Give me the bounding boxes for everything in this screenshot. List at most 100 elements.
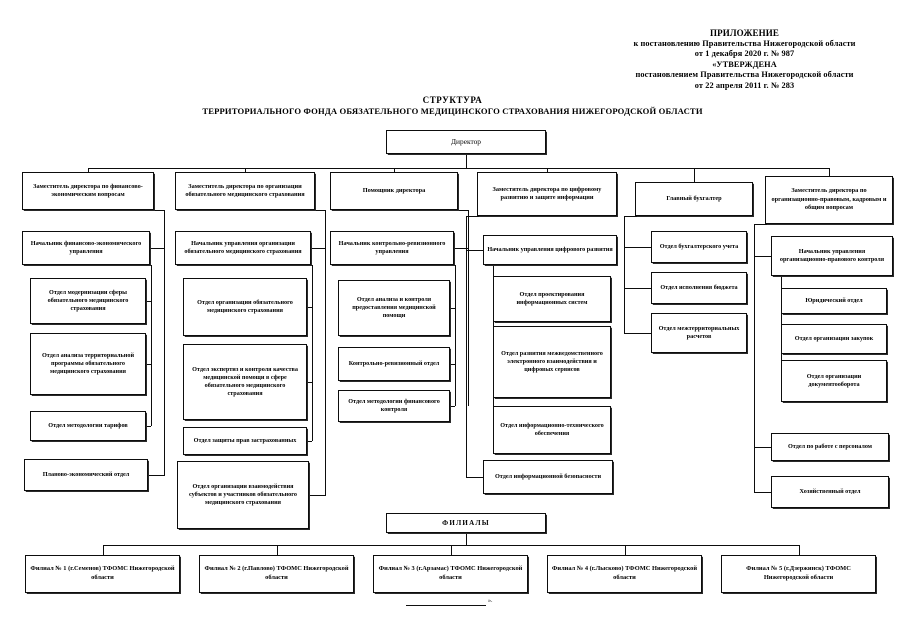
node-col4-manager[interactable]: Начальник управления цифрового развития [483, 235, 617, 265]
footer-rule [406, 605, 486, 606]
node-col4-unit-3[interactable]: Отдел информационно-технического обеспеч… [493, 406, 611, 454]
node-branch-5[interactable]: Филиал № 5 (г.Дзержинск) ТФОМС Нижегород… [721, 555, 876, 593]
node-col1-manager[interactable]: Начальник финансово-экономического управ… [22, 231, 150, 265]
node-col4-head[interactable]: Заместитель директора по цифровому разви… [477, 172, 617, 216]
connector-spine-col1 [164, 210, 165, 475]
node-col6-manager[interactable]: Начальник управления организационно-прав… [771, 236, 893, 276]
connector-spine-col5 [624, 216, 625, 333]
node-col5-unit-3-label: Отдел межтерриториальных расчетов [658, 324, 740, 340]
node-col6-head[interactable]: Заместитель директора по организационно-… [765, 176, 893, 224]
node-col3-unit-1[interactable]: Отдел анализа и контроля предоставления … [338, 280, 450, 336]
connector-spine-col2 [325, 210, 326, 495]
node-branch-2[interactable]: Филиал № 2 (г.Павлово) ТФОМС Нижегородск… [199, 555, 354, 593]
node-col5-unit-1[interactable]: Отдел бухгалтерского учета [651, 231, 747, 263]
node-col2-manager-label: Начальник управления организации обязате… [184, 239, 302, 255]
connector-inner-join-col6 [781, 276, 793, 277]
node-col6-unit-2-label: Отдел организации закупок [794, 334, 874, 342]
node-col3-unit-2[interactable]: Контрольно-ревизионный отдел [338, 347, 450, 381]
connector-direct-col4-1 [466, 477, 484, 478]
connector-spine-col3 [468, 210, 469, 406]
footnote: ». [488, 598, 493, 604]
appendix-line-3: от 1 декабря 2020 г. № 987 [694, 49, 795, 59]
appendix-line-5: постановлением Правительства Нижегородск… [635, 70, 854, 80]
node-col6-direct-1[interactable]: Отдел по работе с персоналом [771, 433, 889, 461]
connector-drop-col1 [88, 168, 89, 172]
node-branch-2-label: Филиал № 2 (г.Павлово) ТФОМС Нижегородск… [204, 565, 349, 581]
node-col3-unit-2-label: Контрольно-ревизионный отдел [348, 359, 440, 367]
node-col4-unit-3-label: Отдел информационно-технического обеспеч… [500, 421, 604, 437]
connector-unit-col3-3 [449, 406, 455, 407]
connector-inner-join-col4 [493, 265, 505, 266]
node-director[interactable]: Директор [386, 130, 546, 154]
node-col1-unit-2[interactable]: Отдел анализа территориальной программы … [30, 333, 146, 395]
connector-unit-col1-1 [145, 301, 151, 302]
node-col4-unit-1[interactable]: Отдел проектирования информационных сист… [493, 276, 611, 322]
node-col1-head-label: Заместитель директора по финансово-эконо… [33, 182, 143, 198]
connector-drop-col5 [694, 168, 695, 182]
node-col3-head-label: Помощник директора [362, 186, 426, 194]
node-col6-head-label: Заместитель директора по организационно-… [771, 187, 887, 212]
node-col3-unit-3[interactable]: Отдел методологии финансового контроля [338, 390, 450, 422]
connector-inner-join-col2 [299, 265, 313, 266]
node-col5-unit-3[interactable]: Отдел межтерриториальных расчетов [651, 313, 747, 353]
connector-filialy-stem [466, 533, 467, 545]
node-col6-manager-label: Начальник управления организационно-прав… [779, 247, 885, 263]
node-col4-direct-1[interactable]: Отдел информационной безопасности [483, 460, 613, 494]
connector-direct-col6-1 [754, 447, 772, 448]
node-col6-unit-1[interactable]: Юридический отдел [781, 288, 887, 314]
connector-inner-spine-col1 [151, 265, 152, 426]
node-col5-unit-2[interactable]: Отдел исполнения бюджета [651, 272, 747, 304]
node-branch-1-label: Филиал № 1 (г.Семенов) ТФОМС Нижегородск… [30, 565, 175, 581]
node-col3-unit-1-label: Отдел анализа и контроля предоставления … [352, 295, 436, 320]
node-filialy[interactable]: ФИЛИАЛЫ [386, 513, 546, 533]
node-col4-unit-2[interactable]: Отдел развития межведомственного электро… [493, 326, 611, 398]
connector-branch-drop-4 [624, 545, 626, 555]
node-col4-head-label: Заместитель директора по цифровому разви… [492, 185, 602, 201]
connector-mgr-col3 [453, 248, 469, 249]
node-col2-unit-3[interactable]: Отдел защиты прав застрахованных [183, 427, 307, 455]
node-branch-3-label: Филиал № 3 (г.Арзамас) ТФОМС Нижегородск… [378, 565, 523, 581]
appendix-header: ПРИЛОЖЕНИЕ к постановлению Правительства… [592, 28, 897, 92]
title-line-1: СТРУКТУРА [422, 95, 483, 105]
node-col2-unit-1[interactable]: Отдел организации обязательного медицинс… [183, 278, 307, 336]
connector-drop-col2 [245, 168, 246, 172]
node-col2-manager[interactable]: Начальник управления организации обязате… [175, 231, 311, 265]
connector-headjoin-col6 [754, 224, 767, 225]
node-col2-head-label: Заместитель директора по организации обя… [185, 182, 305, 198]
node-col3-unit-3-label: Отдел методологии финансового контроля [348, 397, 440, 413]
node-col1-unit-1-label: Отдел модернизации сферы обязательного м… [47, 288, 129, 313]
node-col5-head[interactable]: Главный бухгалтер [635, 182, 753, 216]
node-col6-unit-2[interactable]: Отдел организации закупок [781, 324, 887, 354]
node-col2-unit-2[interactable]: Отдел экспертиз и контроля качества меди… [183, 344, 307, 420]
node-col2-unit-2-label: Отдел экспертиз и контроля качества меди… [192, 365, 298, 398]
connector-headjoin-col3 [457, 210, 469, 211]
connector-headjoin-col4 [466, 216, 479, 217]
node-branch-4[interactable]: Филиал № 4 (г.Лысково) ТФОМС Нижегородск… [547, 555, 702, 593]
connector-branch-drop-3 [450, 545, 452, 555]
node-col1-direct-1[interactable]: Планово-экономический отдел [24, 459, 148, 491]
node-branch-3[interactable]: Филиал № 3 (г.Арзамас) ТФОМС Нижегородск… [373, 555, 528, 593]
node-col1-head[interactable]: Заместитель директора по финансово-эконо… [22, 172, 154, 210]
node-col1-unit-3[interactable]: Отдел методологии тарифов [30, 411, 146, 441]
connector-unit-col5-1 [624, 247, 652, 248]
connector-branch-drop-1 [102, 545, 104, 555]
connector-unit-col5-3 [624, 333, 652, 334]
node-branch-1[interactable]: Филиал № 1 (г.Семенов) ТФОМС Нижегородск… [25, 555, 180, 593]
connector-director-stem [466, 154, 467, 168]
connector-inner-join-col1 [138, 265, 152, 266]
node-col3-head[interactable]: Помощник директора [330, 172, 458, 210]
node-col6-direct-2[interactable]: Хозяйственный отдел [771, 476, 889, 508]
node-col1-unit-1[interactable]: Отдел модернизации сферы обязательного м… [30, 278, 146, 324]
node-col2-head[interactable]: Заместитель директора по организации обя… [175, 172, 315, 210]
node-col1-unit-3-label: Отдел методологии тарифов [48, 421, 128, 429]
node-col6-direct-1-label: Отдел по работе с персоналом [787, 442, 873, 450]
node-col1-unit-2-label: Отдел анализа территориальной программы … [41, 351, 135, 376]
connector-drop-col3 [394, 168, 395, 172]
node-col3-manager[interactable]: Начальник контрольно-ревизионного управл… [330, 231, 454, 265]
node-col2-unit-3-label: Отдел защиты прав застрахованных [193, 436, 297, 444]
connector-headjoin-col2 [314, 210, 326, 211]
connector-unit-col3-1 [449, 308, 455, 309]
node-col2-direct-1[interactable]: Отдел организации взаимодействия субъект… [177, 461, 309, 529]
node-col6-unit-3[interactable]: Отдел организации документооборота [781, 360, 887, 402]
